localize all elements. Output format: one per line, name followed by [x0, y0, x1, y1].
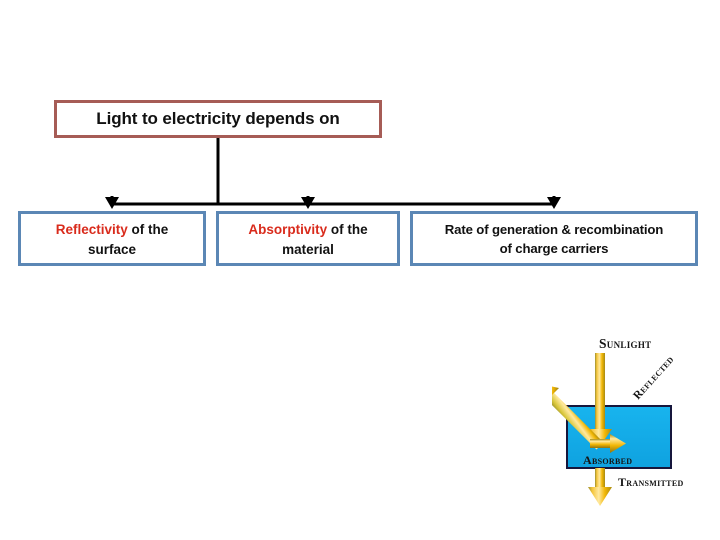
branch-text-reflectivity-line1: of the: [127, 222, 169, 238]
branch-node-absorptivity[interactable]: Absorptivity of the material: [216, 211, 400, 266]
branch-node-reflectivity[interactable]: Reflectivity of the surface: [18, 211, 206, 266]
branch-text-recombination-line1: Rate of generation & recombination: [444, 221, 664, 237]
branch-node-recombination[interactable]: Rate of generation & recombination of ch…: [410, 211, 698, 266]
highlight-term-reflectivity: Reflectivity: [55, 222, 128, 238]
branch-node-reflectivity-label: Reflectivity of the surface: [56, 220, 169, 258]
transmitted-arrow: [588, 468, 612, 506]
absorbed-label: Absorbed: [583, 453, 632, 467]
root-node-label: Light to electricity depends on: [96, 108, 340, 128]
branch-text-absorptivity-line1: of the: [327, 222, 368, 238]
connector-arrowhead-3: [547, 197, 561, 209]
sunlight-label: Sunlight: [599, 336, 651, 351]
root-node[interactable]: Light to electricity depends on: [54, 100, 382, 138]
branch-node-recombination-label: Rate of generation & recombination of ch…: [444, 221, 664, 258]
branch-node-absorptivity-label: Absorptivity of the material: [248, 220, 367, 258]
branch-text-reflectivity-line2: surface: [87, 241, 137, 257]
connector-arrowhead-1: [105, 197, 119, 209]
connector-arrowhead-2: [301, 197, 315, 209]
absorbed-arrow: [590, 434, 626, 453]
highlight-term-absorptivity: Absorptivity: [248, 222, 328, 238]
light-interaction-diagram: Sunlight Reflected Absorbed Transmitted: [552, 322, 717, 512]
reflected-label: Reflected: [631, 354, 676, 402]
reflected-arrow: [552, 383, 604, 450]
branch-text-recombination-line2: of charge carriers: [499, 240, 609, 256]
branch-text-absorptivity-line2: material: [282, 241, 334, 257]
transmitted-label: Transmitted: [618, 475, 684, 489]
